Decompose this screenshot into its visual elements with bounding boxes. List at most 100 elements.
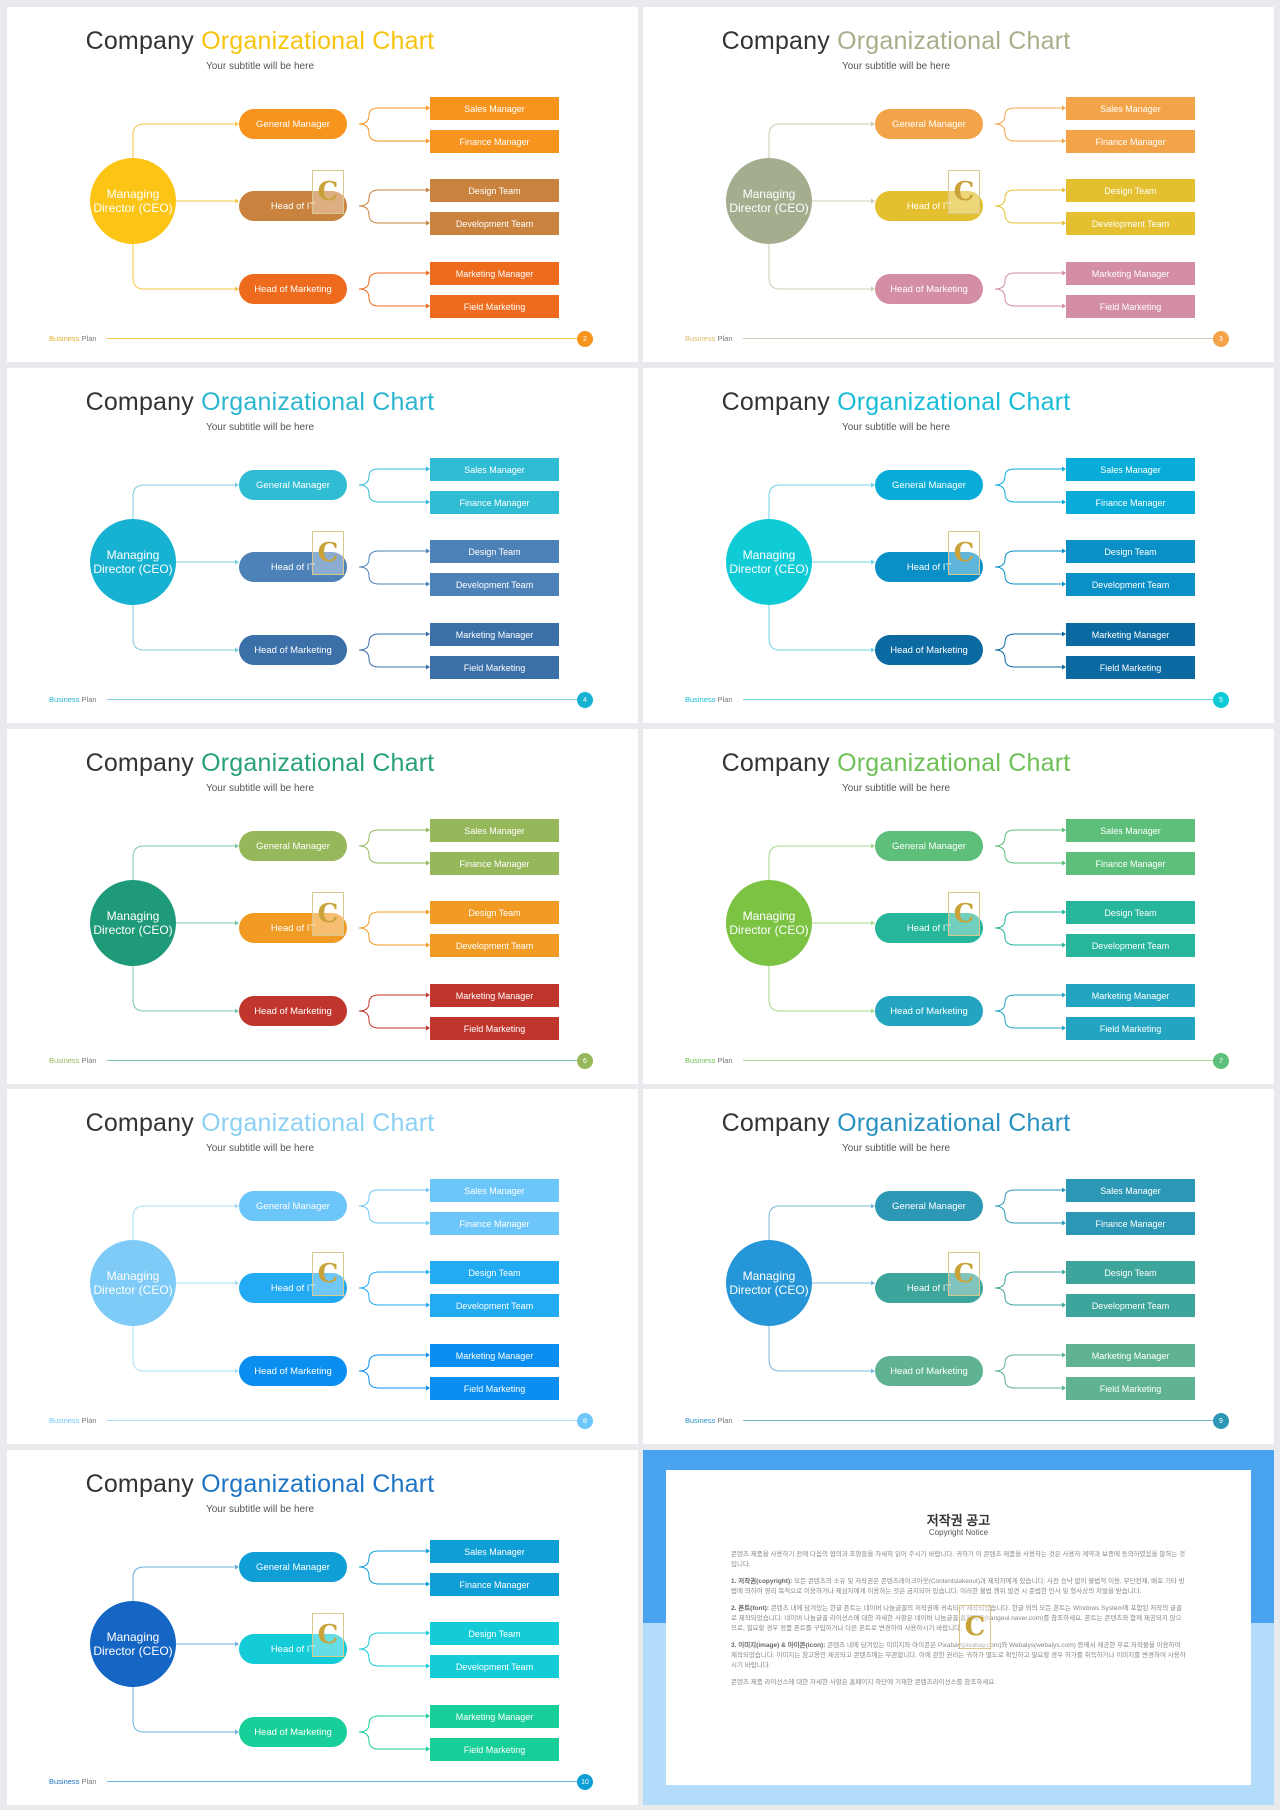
org-chart-slide[interactable]: Company Organizational Chart Your subtit… — [643, 368, 1274, 723]
arrowhead — [871, 1203, 875, 1209]
arrowhead — [426, 581, 430, 587]
connector-line — [768, 845, 871, 880]
connector-line — [994, 272, 1062, 290]
connector-line — [358, 566, 426, 585]
node-finance-manager: Finance Manager — [1066, 491, 1195, 514]
slide-title: Company Organizational Chart — [7, 749, 513, 778]
org-chart-slide[interactable]: Company Organizational Chart Your subtit… — [643, 729, 1274, 1084]
node-sales-manager: Sales Manager — [1066, 458, 1195, 481]
node-sales-manager: Sales Manager — [430, 458, 559, 481]
node-design-team: Design Team — [1066, 1261, 1195, 1284]
connector-line — [132, 605, 235, 651]
arrowhead — [426, 105, 430, 111]
arrowhead — [235, 1368, 239, 1374]
notice-p3-text: 콘텐츠 내에 담겨있는 이미지와 아이콘은 Pixabay(pixabay.co… — [731, 1642, 1186, 1669]
connector-line — [132, 244, 235, 290]
node-field-marketing: Field Marketing — [430, 1738, 559, 1761]
arrowhead — [871, 482, 875, 488]
org-chart-slide[interactable]: Company Organizational Chart Your subtit… — [643, 7, 1274, 362]
arrowhead — [1062, 466, 1066, 472]
arrowhead — [235, 1641, 239, 1647]
connector-line — [358, 484, 426, 503]
connector-line — [994, 468, 1062, 486]
org-chart-slide[interactable]: Company Organizational Chart Your subtit… — [7, 1089, 638, 1444]
node-design-team: Design Team — [1066, 179, 1195, 202]
node-design-team: Design Team — [430, 179, 559, 202]
title-part1: Company — [721, 27, 830, 55]
node-head-of-marketing: Head of Marketing — [875, 635, 983, 665]
connector-line — [132, 1326, 235, 1372]
arrowhead — [1062, 860, 1066, 866]
footer-word1: Business — [685, 695, 716, 704]
arrowhead — [1062, 992, 1066, 998]
arrowhead — [1062, 1352, 1066, 1358]
arrowhead — [1062, 187, 1066, 193]
arrowhead — [1062, 942, 1066, 948]
org-chart-slide[interactable]: Company Organizational Chart Your subtit… — [7, 368, 638, 723]
org-chart-slide[interactable]: Company Organizational Chart Your subtit… — [643, 1089, 1274, 1444]
page-number: 9 — [1213, 1413, 1229, 1429]
arrowhead — [426, 1269, 430, 1275]
connector-line — [768, 966, 871, 1012]
node-marketing-manager: Marketing Manager — [430, 1344, 559, 1367]
org-chart-slide[interactable]: Company Organizational Chart Your subtit… — [7, 729, 638, 1084]
node-design-team: Design Team — [1066, 901, 1195, 924]
node-head-of-marketing: Head of Marketing — [239, 1356, 347, 1386]
notice-paragraph-1: 1. 저작권(copyright): 모든 콘텐츠의 소유 및 저작권은 콘텐츠… — [731, 1577, 1186, 1597]
connector-line — [358, 123, 426, 142]
node-finance-manager: Finance Manager — [430, 1212, 559, 1235]
connector-line — [132, 966, 235, 1012]
arrowhead — [426, 138, 430, 144]
arrowhead — [1062, 1187, 1066, 1193]
node-sales-manager: Sales Manager — [1066, 97, 1195, 120]
copyright-notice-slide[interactable]: 저작권 공고 Copyright Notice 콘텐츠 제품을 사용하기 전에 … — [643, 1450, 1274, 1805]
footer-word2: Plan — [81, 1416, 97, 1425]
connector-line — [768, 1326, 871, 1372]
node-marketing-manager: Marketing Manager — [430, 623, 559, 646]
footer-line — [107, 1420, 581, 1421]
connector-line — [994, 994, 1062, 1012]
node-general-manager: General Manager — [875, 470, 983, 500]
arrowhead — [235, 198, 239, 204]
arrowhead — [426, 909, 430, 915]
footer-line — [107, 1060, 581, 1061]
arrowhead — [1062, 1385, 1066, 1391]
ceo-node: Managing Director (CEO) — [726, 1240, 812, 1326]
slide-title: Company Organizational Chart — [643, 749, 1149, 778]
org-chart-slide[interactable]: Company Organizational Chart Your subtit… — [7, 1450, 638, 1805]
node-marketing-manager: Marketing Manager — [1066, 623, 1195, 646]
node-general-manager: General Manager — [875, 831, 983, 861]
page-number: 5 — [1213, 692, 1229, 708]
page-number: 7 — [1213, 1053, 1229, 1069]
footer-word2: Plan — [81, 1056, 97, 1065]
arrowhead — [235, 1203, 239, 1209]
node-field-marketing: Field Marketing — [430, 1017, 559, 1040]
connector-line — [132, 123, 235, 158]
ceo-node: Managing Director (CEO) — [726, 158, 812, 244]
arrowhead — [1062, 664, 1066, 670]
node-head-of-marketing: Head of Marketing — [239, 274, 347, 304]
footer-line — [107, 1781, 581, 1782]
connector-line — [994, 550, 1062, 568]
arrowhead — [871, 843, 875, 849]
arrowhead — [426, 1302, 430, 1308]
notice-subtitle: Copyright Notice — [928, 1528, 989, 1537]
connector-line — [358, 1731, 426, 1750]
org-chart-slide[interactable]: Company Organizational Chart Your subtit… — [7, 7, 638, 362]
arrowhead — [871, 286, 875, 292]
node-head-of-it: Head of IT — [239, 1273, 347, 1303]
node-marketing-manager: Marketing Manager — [430, 1705, 559, 1728]
node-development-team: Development Team — [1066, 573, 1195, 596]
footer-word1: Business — [49, 1416, 80, 1425]
node-design-team: Design Team — [1066, 540, 1195, 563]
arrowhead — [426, 1220, 430, 1226]
node-general-manager: General Manager — [239, 1191, 347, 1221]
node-general-manager: General Manager — [239, 470, 347, 500]
node-marketing-manager: Marketing Manager — [1066, 262, 1195, 285]
arrowhead — [871, 121, 875, 127]
arrowhead — [235, 647, 239, 653]
connector-line — [768, 605, 871, 651]
page-number: 8 — [577, 1413, 593, 1429]
connector-line — [358, 107, 426, 125]
arrowhead — [235, 1564, 239, 1570]
